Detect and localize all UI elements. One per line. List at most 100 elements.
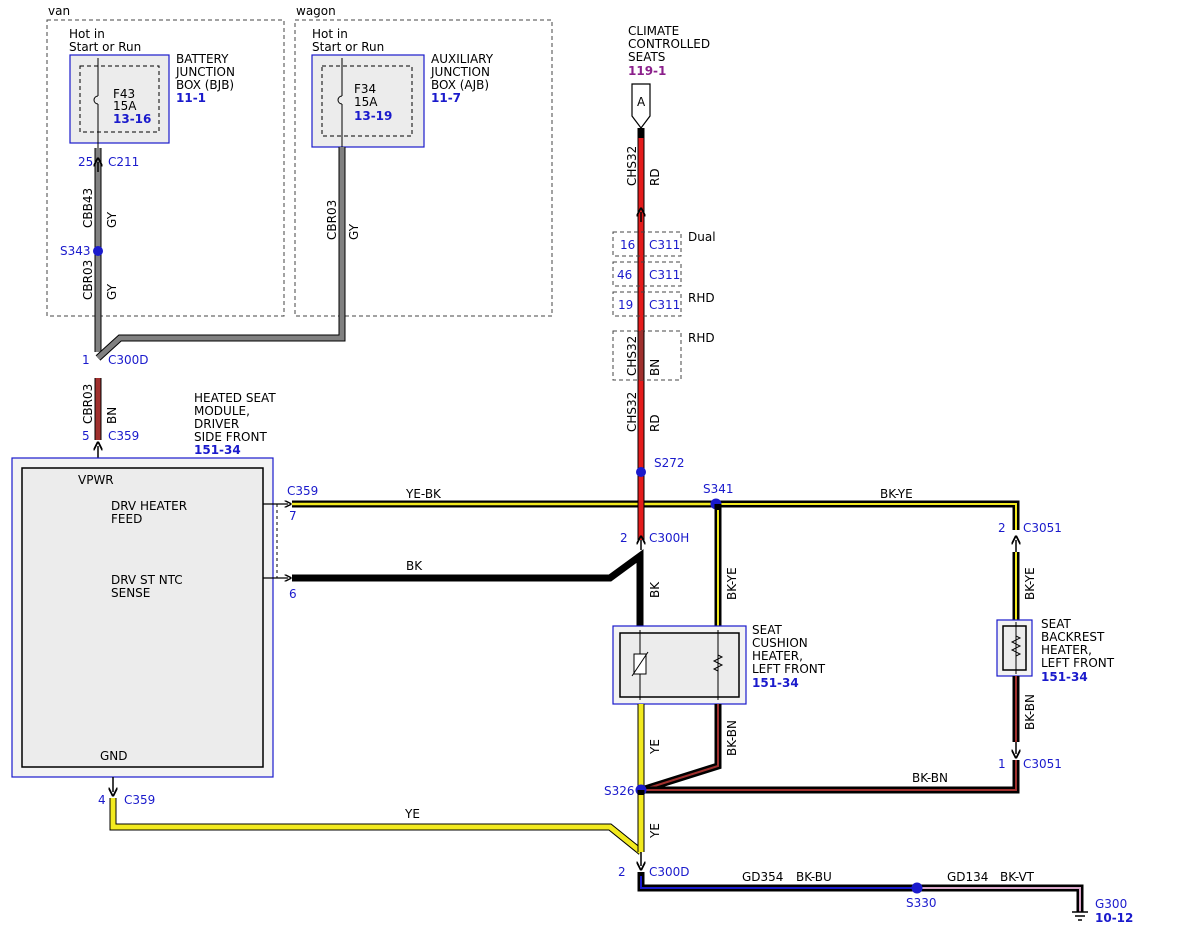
diagram-label: F43 — [113, 87, 135, 101]
diagram-label: AUXILIARY — [431, 52, 494, 66]
diagram-label: HEATED SEAT — [194, 391, 276, 405]
wagon-variant-box — [294, 19, 553, 317]
van-variant-box — [46, 19, 285, 317]
diagram-label: SEATS — [628, 50, 665, 64]
diagram-label: FEED — [111, 512, 142, 526]
ground-g300[interactable]: G300 — [1095, 897, 1127, 911]
diagram-label: BK — [406, 559, 423, 573]
diagram-label: JUNCTION — [430, 65, 490, 79]
connector-c300d-bot[interactable]: C300D — [649, 865, 690, 879]
diagram-label: MODULE, — [194, 404, 250, 418]
diagram-label: RD — [648, 168, 662, 186]
diagram-label: HEATER, — [752, 649, 803, 663]
diagram-label: BK-BN — [725, 720, 739, 756]
diagram-label: CBB43 — [81, 188, 95, 228]
connector-c300h[interactable]: C300H — [649, 531, 689, 545]
diagram-label: VPWR — [78, 473, 114, 487]
connector-c311-c[interactable]: C311 — [649, 298, 680, 312]
diagram-label: BK-YE — [725, 567, 739, 600]
diagram-label: CBR03 — [81, 260, 95, 300]
backrest-ref-link[interactable]: 151-34 — [1041, 670, 1088, 684]
splice-s330[interactable] — [911, 882, 923, 894]
diagram-label: GY — [347, 223, 361, 240]
bjb-ref-link[interactable]: 11-1 — [176, 91, 206, 105]
diagram-label: BK-YE — [1023, 567, 1037, 600]
connector-c311-b[interactable]: C311 — [649, 268, 680, 282]
diagram-label: S343 — [60, 244, 91, 258]
diagram-label: GY — [105, 211, 119, 228]
diagram-label: S330 — [906, 896, 937, 910]
diagram-label: GY — [105, 283, 119, 300]
diagram-label: HEATER, — [1041, 643, 1092, 657]
seat-backrest-heater: SEAT BACKREST HEATER, LEFT FRONT 151-34 — [996, 617, 1115, 684]
diagram-label: BK-BU — [796, 870, 832, 884]
gray-wires — [94, 147, 346, 361]
diagram-label: BK — [648, 581, 662, 598]
diagram-label: JUNCTION — [175, 65, 235, 79]
connector-c3051-bot[interactable]: C3051 — [1023, 757, 1062, 771]
diagram-label: CUSHION — [752, 636, 808, 650]
diagram-label: Dual — [688, 230, 716, 244]
ajb-ref-link[interactable]: 11-7 — [431, 91, 461, 105]
wagon-variant-label: wagon — [296, 4, 336, 18]
climate-ref-link[interactable]: 119-1 — [628, 64, 666, 78]
connector-c3051-top[interactable]: C3051 — [1023, 521, 1062, 535]
diagram-label: DRV HEATER — [111, 499, 187, 513]
climate-controlled-seats: CLIMATE CONTROLLED SEATS 119-1 A — [628, 24, 710, 129]
diagram-label: 1 — [82, 353, 90, 367]
diagram-label: SEAT — [1041, 617, 1071, 631]
diagram-label: BATTERY — [176, 52, 229, 66]
fuse-ref-link-13-16[interactable]: 13-16 — [113, 112, 151, 126]
diagram-label: 2 — [998, 521, 1006, 535]
diagram-label: BK-BN — [912, 771, 948, 785]
connector-c300d-top[interactable]: C300D — [108, 353, 149, 367]
heated-seat-module: HEATED SEAT MODULE, DRIVER SIDE FRONT 15… — [11, 391, 276, 778]
diagram-label: BOX (BJB) — [176, 78, 234, 92]
ground-symbol-icon — [1072, 911, 1088, 921]
diagram-label: S326 — [604, 784, 635, 798]
diagram-label: 46 — [617, 268, 632, 282]
diagram-label: 7 — [289, 509, 297, 523]
connector-c311-a[interactable]: C311 — [649, 238, 680, 252]
diagram-label: 2 — [618, 865, 626, 879]
diagram-label: CONTROLLED — [628, 37, 710, 51]
splice-s272[interactable] — [636, 467, 646, 477]
diagram-label: 16 — [620, 238, 635, 252]
diagram-label: RD — [648, 414, 662, 432]
ground-ref-link[interactable]: 10-12 — [1095, 911, 1133, 925]
diagram-label: BK-VT — [1000, 870, 1035, 884]
splice-s343[interactable] — [93, 246, 103, 256]
diagram-label: Hot in — [312, 27, 348, 41]
diagram-label: A — [637, 95, 646, 109]
connector-c211[interactable]: C211 — [108, 155, 139, 169]
diagram-label: CLIMATE — [628, 24, 679, 38]
diagram-label: CHS32 — [625, 392, 639, 432]
diagram-label: Start or Run — [69, 40, 141, 54]
diagram-label: 4 — [98, 793, 106, 807]
diagram-label: BN — [648, 359, 662, 376]
van-variant-label: van — [48, 4, 70, 18]
diagram-label: 19 — [618, 298, 633, 312]
diagram-label: CBR03 — [325, 200, 339, 240]
diagram-label: DRIVER — [194, 417, 239, 431]
diagram-label: 1 — [998, 757, 1006, 771]
connector-c359-gnd[interactable]: C359 — [124, 793, 155, 807]
diagram-label: BK-YE — [880, 487, 913, 501]
cushion-ref-link[interactable]: 151-34 — [752, 676, 799, 690]
diagram-label: DRV ST NTC — [111, 573, 183, 587]
diagram-label: GD134 — [947, 870, 988, 884]
diagram-label: LEFT FRONT — [752, 662, 826, 676]
connector-c359-a[interactable]: C359 — [287, 484, 318, 498]
pin-c211: 25 — [78, 155, 93, 169]
diagram-label: YE — [648, 823, 662, 839]
diagram-label: RHD — [688, 331, 715, 345]
module-ref-link[interactable]: 151-34 — [194, 443, 241, 457]
diagram-label: F34 — [354, 82, 376, 96]
diagram-label: BOX (AJB) — [431, 78, 489, 92]
diagram-label: RHD — [688, 291, 715, 305]
connector-c359-top[interactable]: C359 — [108, 429, 139, 443]
diagram-label: Start or Run — [312, 40, 384, 54]
diagram-label: 2 — [620, 531, 628, 545]
fuse-ref-link-13-19[interactable]: 13-19 — [354, 109, 392, 123]
